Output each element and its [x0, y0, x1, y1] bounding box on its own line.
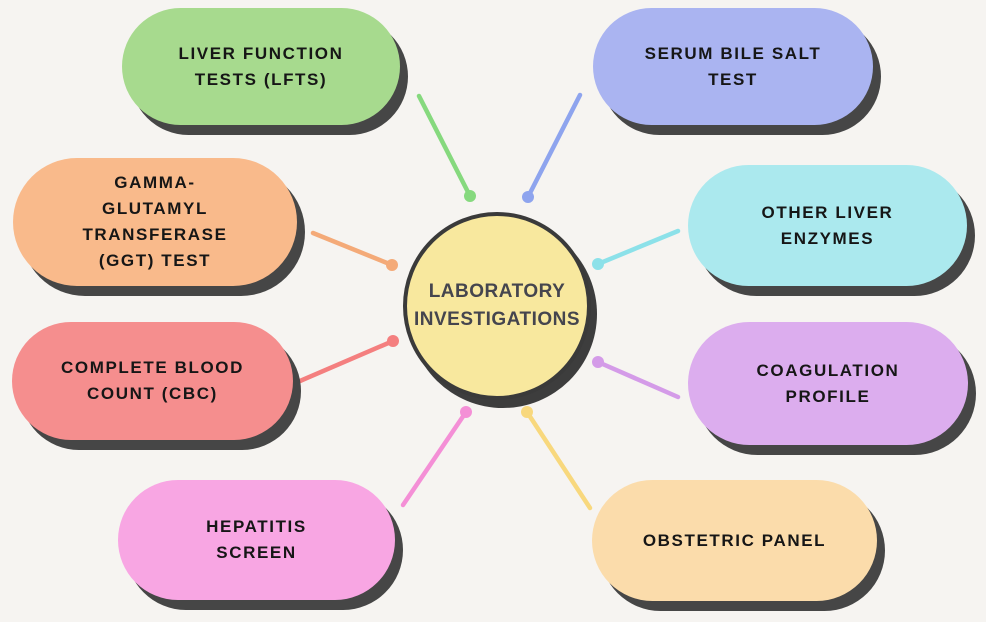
connector-serum-bile-salt-test — [522, 92, 583, 203]
connector-line — [595, 228, 681, 267]
node-coagulation-profile: COAGULATION PROFILE — [688, 322, 968, 445]
connector-dot — [521, 406, 533, 418]
node-hepatitis-screen: HEPATITIS SCREEN — [118, 480, 395, 600]
connector-liver-function-tests — [416, 93, 476, 202]
connector-dot — [386, 259, 398, 271]
node-label: HEPATITIS SCREEN — [206, 517, 307, 562]
connector-obstetric-panel — [521, 406, 593, 511]
connector-line — [595, 359, 681, 400]
connector-dot — [387, 335, 399, 347]
connector-other-liver-enzymes — [592, 228, 681, 270]
connector-line — [297, 338, 396, 384]
node-complete-blood-count: COMPLETE BLOOD COUNT (CBC) — [12, 322, 293, 440]
node-label: GAMMA- GLUTAMYL TRANSFERASE (GGT) TEST — [82, 173, 228, 270]
node-label: COAGULATION PROFILE — [756, 360, 900, 406]
node-other-liver-enzymes: OTHER LIVER ENZYMES — [688, 165, 967, 286]
connector-hepatitis-screen — [400, 406, 472, 508]
connector-line — [525, 92, 583, 200]
center-node-label: LABORATORY INVESTIGATIONS — [413, 281, 581, 330]
node-label: SERUM BILE SALT TEST — [644, 43, 822, 89]
node-label: OBSTETRIC PANEL — [642, 530, 827, 550]
node-label: COMPLETE BLOOD COUNT (CBC) — [61, 358, 244, 403]
connector-dot — [464, 190, 476, 202]
connector-dot — [592, 258, 604, 270]
center-node-laboratory-investigations: LABORATORY INVESTIGATIONS — [403, 212, 591, 400]
connector-dot — [460, 406, 472, 418]
node-liver-function-tests: LIVER FUNCTION TESTS (LFTS) — [122, 8, 400, 125]
node-serum-bile-salt-test: SERUM BILE SALT TEST — [593, 8, 873, 125]
connector-complete-blood-count — [297, 335, 399, 384]
connector-dot — [522, 191, 534, 203]
connector-coagulation-profile — [592, 356, 681, 400]
connector-line — [310, 230, 395, 268]
node-obstetric-panel: OBSTETRIC PANEL — [592, 480, 877, 601]
node-label: LIVER FUNCTION TESTS (LFTS) — [178, 43, 344, 89]
connector-line — [400, 409, 469, 508]
connector-line — [416, 93, 473, 199]
node-label: OTHER LIVER ENZYMES — [761, 202, 894, 248]
connector-gamma-glutamyl-transferase-test — [310, 230, 398, 271]
connector-dot — [592, 356, 604, 368]
node-gamma-glutamyl-transferase-test: GAMMA- GLUTAMYL TRANSFERASE (GGT) TEST — [13, 158, 297, 286]
connector-line — [524, 409, 593, 511]
